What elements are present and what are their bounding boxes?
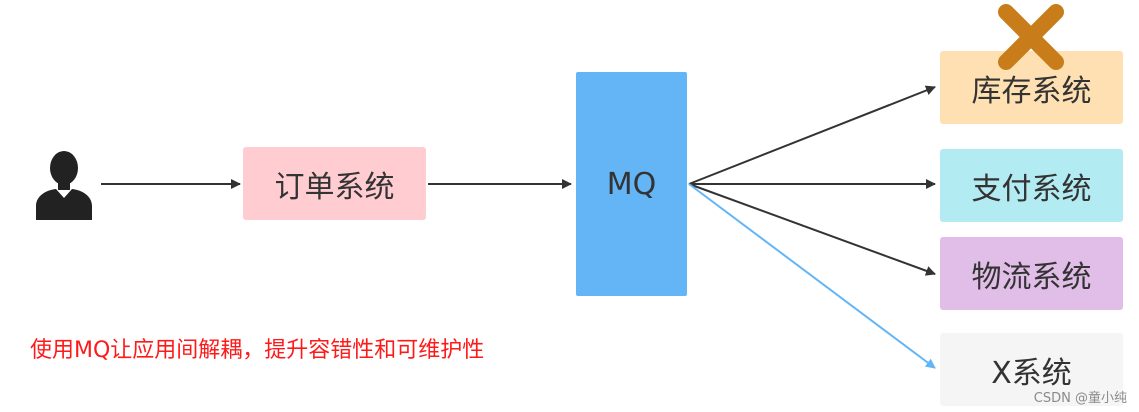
arrow-mq-to-stock	[688, 85, 936, 185]
arrow-mq-to-logistics	[688, 183, 936, 276]
stock-system-label: 库存系统	[971, 73, 1092, 109]
order-system-label: 订单系统	[274, 169, 395, 205]
caption-text: 使用MQ让应用间解耦，提升容错性和可维护性	[30, 338, 485, 363]
payment-system-label: 支付系统	[971, 171, 1092, 207]
logistics-system-label: 物流系统	[971, 259, 1092, 295]
x-system-box: X系统	[940, 333, 1123, 406]
order-system-box: 订单系统	[243, 147, 426, 220]
cross-icon	[998, 4, 1064, 70]
arrow-mq-to-x-system	[688, 183, 936, 369]
user-icon	[36, 151, 92, 220]
mq-box: MQ	[576, 72, 687, 296]
stock-system-box: 库存系统	[940, 51, 1123, 124]
x-system-label: X系统	[991, 355, 1072, 391]
logistics-system-box: 物流系统	[940, 237, 1123, 310]
mq-label: MQ	[606, 166, 657, 202]
payment-system-box: 支付系统	[940, 149, 1123, 222]
watermark-text: CSDN @童小纯	[1033, 391, 1127, 406]
